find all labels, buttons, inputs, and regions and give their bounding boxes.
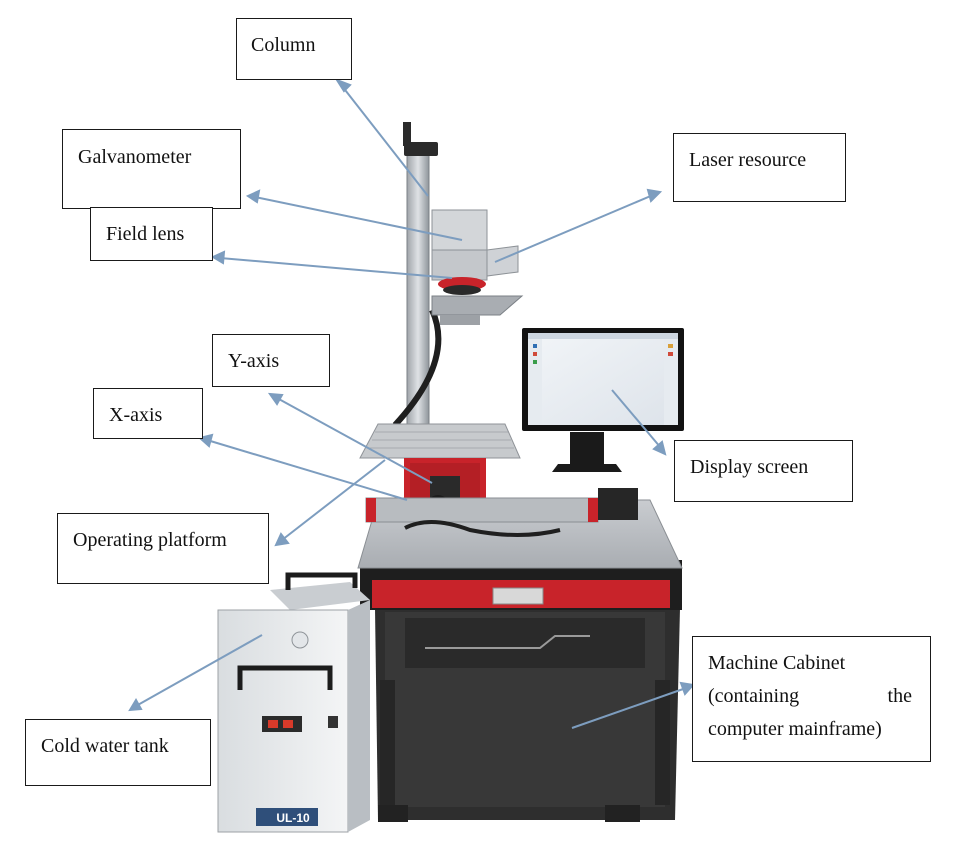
- machine-cabinet: [375, 608, 680, 822]
- callout-display-screen: Display screen: [674, 440, 853, 502]
- callout-laser-resource: Laser resource: [673, 133, 846, 202]
- callout-y-axis: Y-axis: [212, 334, 330, 387]
- label-machine-cabinet-line2: (containing the: [708, 684, 912, 708]
- chiller-model-label: UL-10: [276, 811, 310, 825]
- callout-field-lens: Field lens: [90, 207, 213, 261]
- label-machine-cabinet-line3: computer mainframe): [708, 717, 882, 741]
- cold-water-tank: [218, 575, 370, 832]
- callout-machine-cabinet: Machine Cabinet (containing the computer…: [692, 636, 931, 762]
- label-cold-water-tank: Cold water tank: [41, 734, 169, 758]
- label-column: Column: [251, 33, 315, 57]
- label-operating-platform: Operating platform: [73, 528, 227, 552]
- galvanometer-head: [432, 210, 518, 280]
- label-x-axis: X-axis: [109, 403, 162, 427]
- label-y-axis: Y-axis: [228, 349, 279, 373]
- field-lens: [438, 277, 486, 295]
- callout-x-axis: X-axis: [93, 388, 203, 439]
- label-machine-cabinet-line1: Machine Cabinet: [708, 651, 845, 675]
- callout-galvanometer: Galvanometer: [62, 129, 241, 209]
- callout-column: Column: [236, 18, 352, 80]
- operating-platform: [360, 424, 520, 458]
- label-galvanometer: Galvanometer: [78, 145, 191, 169]
- label-field-lens: Field lens: [106, 222, 184, 246]
- arrow-galvanometer: [248, 191, 462, 240]
- label-laser-resource: Laser resource: [689, 148, 806, 172]
- arrow-laser-resource: [495, 190, 660, 262]
- arrow-column: [337, 80, 428, 196]
- callout-cold-water-tank: Cold water tank: [25, 719, 211, 786]
- callout-operating-platform: Operating platform: [57, 513, 269, 584]
- laser-source-bracket: [432, 296, 522, 325]
- label-display-screen: Display screen: [690, 455, 808, 479]
